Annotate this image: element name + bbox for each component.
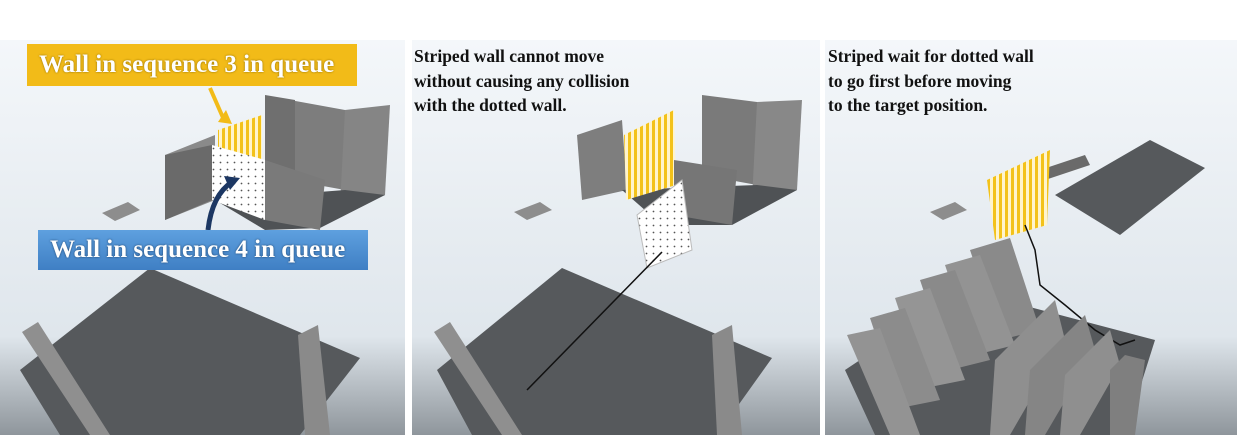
wall-front-right <box>265 160 325 230</box>
standing-wall-left <box>22 322 110 435</box>
wall-front-right <box>674 160 737 225</box>
target-slab-edge <box>1040 155 1090 180</box>
stacked-wall-3 <box>920 270 990 370</box>
panel-collision: Striped wall cannot move without causing… <box>412 40 820 435</box>
standing-wall-right <box>712 325 742 435</box>
wall-back-right <box>290 100 345 190</box>
navy-arrow-head <box>224 176 240 190</box>
wall-back-left <box>577 120 627 200</box>
standing-wall-right <box>298 325 330 435</box>
stacked-wall-6 <box>847 328 920 435</box>
small-plate <box>514 202 552 220</box>
dotted-wall <box>636 179 693 269</box>
yellow-arrow <box>208 87 226 121</box>
stacked-wall-2 <box>945 255 1015 355</box>
wall-right <box>340 105 390 205</box>
stacked-wall-9 <box>1060 330 1120 435</box>
wall-front-left <box>165 145 212 220</box>
small-plate <box>930 202 967 220</box>
stacked-wall-4 <box>895 288 965 388</box>
wall-right <box>752 100 802 200</box>
stacked-wall-7 <box>990 300 1065 435</box>
scene-3 <box>825 40 1237 435</box>
striped-wall <box>624 110 676 200</box>
dotted-wall <box>212 145 265 220</box>
callout-wall-sequence-4: Wall in sequence 4 in queue <box>38 230 368 270</box>
path-line <box>1024 224 1136 346</box>
wall-back-right <box>702 95 757 185</box>
path-line <box>526 251 663 391</box>
stacked-wall-1 <box>970 238 1040 340</box>
stacked-wall-10 <box>1110 355 1145 435</box>
stacked-wall-8 <box>1025 315 1095 435</box>
floor-slab <box>20 268 360 435</box>
floor-slab <box>437 268 772 435</box>
panel-wait-dotted: Striped wait for dotted wall to go first… <box>825 40 1237 435</box>
yellow-arrow-head <box>218 110 232 124</box>
caption-wait-dotted: Striped wait for dotted wall to go first… <box>828 46 1034 115</box>
callout-wall-sequence-3: Wall in sequence 3 in queue <box>27 44 357 86</box>
standing-wall-left <box>434 322 522 435</box>
stacked-wall-5 <box>870 308 940 408</box>
striped-wall <box>987 150 1050 240</box>
small-plate <box>102 202 140 221</box>
panel-sequence-queue: Wall in sequence 3 in queue Wall in sequ… <box>0 40 405 435</box>
wall-back <box>265 95 295 180</box>
caption-collision: Striped wall cannot move without causing… <box>414 46 630 115</box>
scene-2 <box>412 40 820 435</box>
target-slab <box>1055 140 1205 235</box>
